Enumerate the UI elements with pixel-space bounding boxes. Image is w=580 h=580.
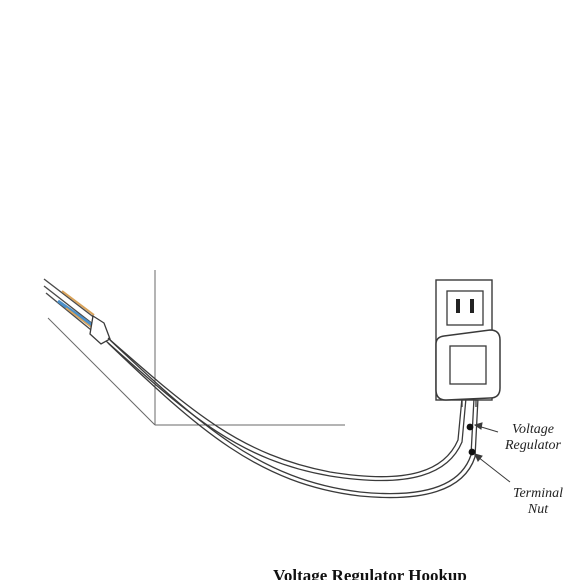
wire-strand-2 [43,285,99,329]
wire-strand-1 [43,278,101,323]
wire-strand-3 [45,292,97,335]
terminal-nut-label-line-2: Nut [527,502,549,517]
regulator-terminal-dot [466,423,474,431]
terminal-nut-label-line-1: Terminal [512,486,564,501]
lower-wire-inner [107,342,479,499]
leader-arrows [473,422,511,483]
outlet-slot-right [470,299,474,313]
wire-insulation-blue [57,299,93,327]
terminal-nut-label: Terminal Nut [502,486,574,518]
regulator-wires [105,337,479,499]
wire-connector-sleeve [89,314,111,345]
wire-bundle-end [43,278,111,345]
voltage-regulator-box [435,329,501,407]
regulator-label-panel [449,345,487,385]
wall-corner-lines [47,270,345,426]
terminal-nut-dot [468,448,476,456]
upper-wire-inner [105,340,467,482]
voltage-regulator-label-line-1: Voltage [512,422,554,437]
outlet-receptacle [446,290,484,326]
wire-copper-1 [61,290,95,316]
corner-diagonal-line [47,317,156,426]
voltage-regulator-arrowhead [473,422,483,430]
wire-copper-2 [65,307,96,331]
terminal-nut-leader [477,456,511,483]
upper-wire [107,337,463,478]
terminal-nut-arrowhead [474,453,483,462]
outlet-slot-left [456,299,460,313]
voltage-regulator-label-line-2: Regulator [505,438,561,453]
voltage-regulator-label: Voltage Regulator [494,422,572,454]
lower-wire [109,339,475,495]
diagram-caption: Voltage Regulator Hookup [273,566,467,580]
